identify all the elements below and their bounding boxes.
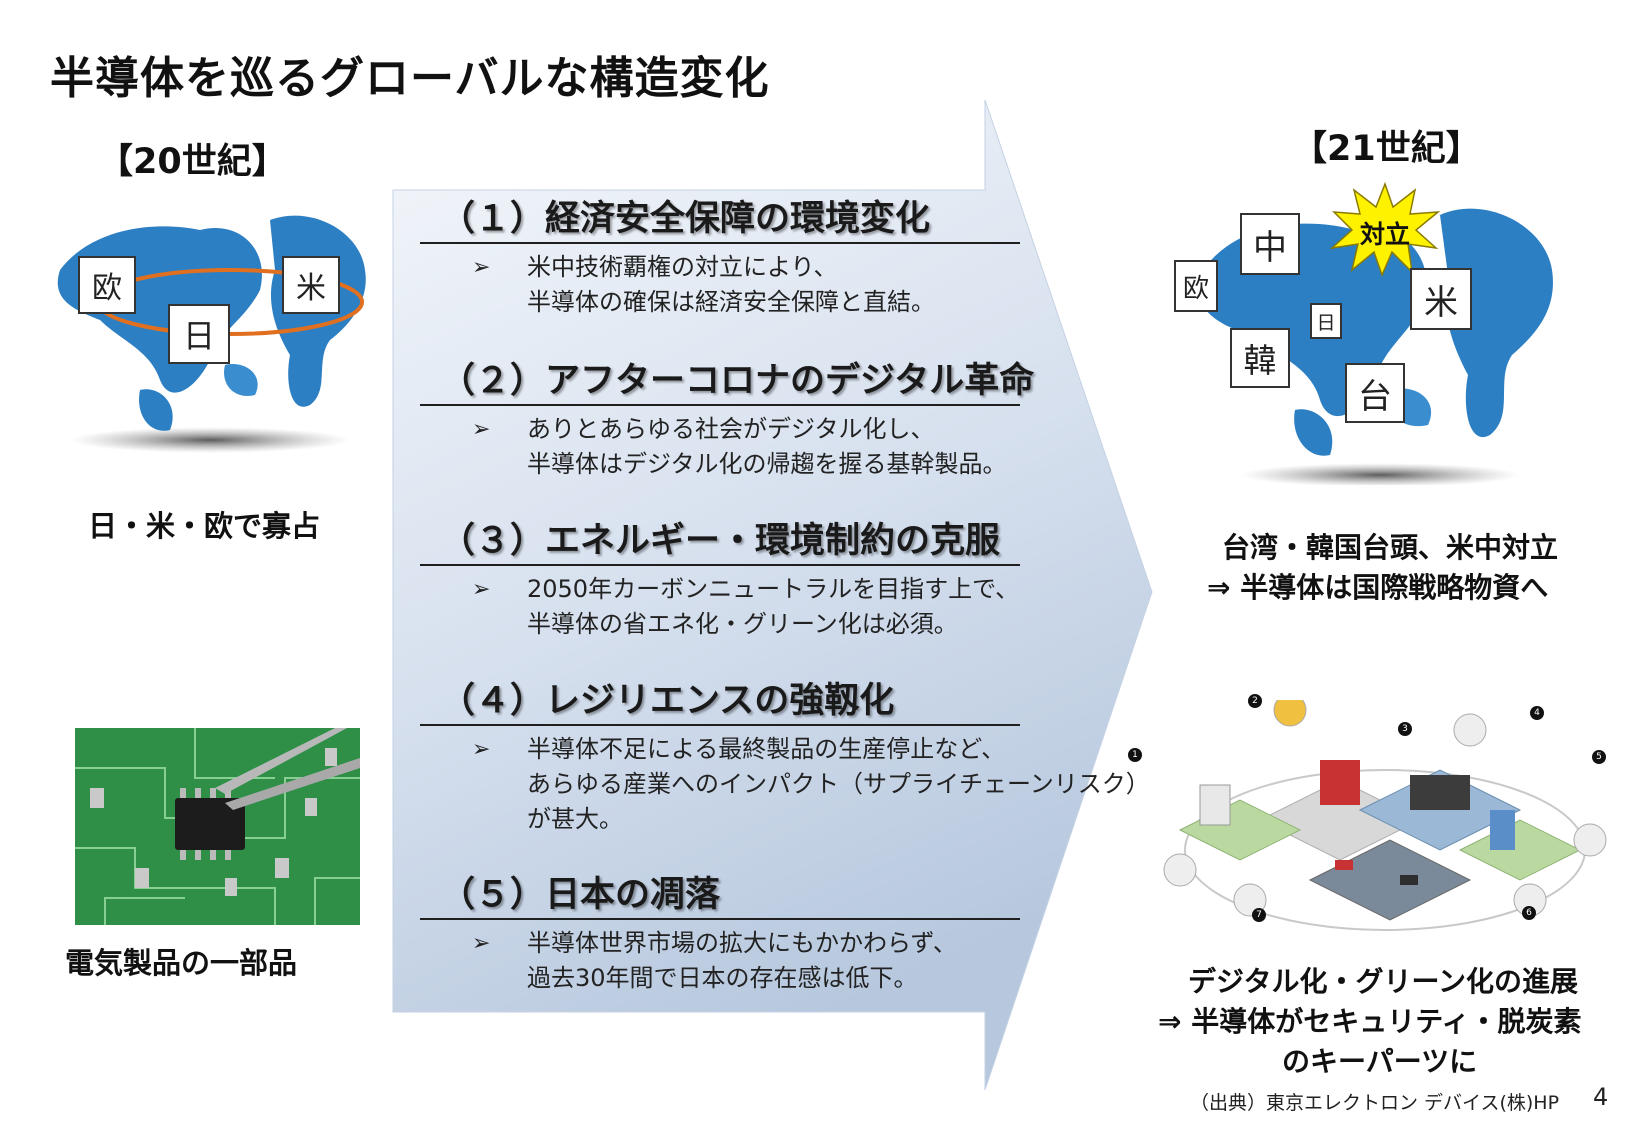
era-label-20th: 【20世紀】 <box>98 142 287 182</box>
section-2: （２）アフターコロナのデジタル革命 ➢ ありとあらゆる社会がデジタル化し、 半導… <box>420 358 1110 482</box>
section-1-line: 半導体の確保は経済安全保障と直結。 <box>527 288 935 316</box>
caption-digital-line3: のキーパーツに <box>1282 1045 1478 1078</box>
map-label-europe-21: 欧 <box>1174 260 1218 312</box>
section-4: （４）レジリエンスの強靱化 ➢ 半導体不足による最終製品の生産停止など、 あらゆ… <box>420 678 1150 837</box>
bullet-arrow-icon: ➢ <box>472 255 491 280</box>
bullet-arrow-icon: ➢ <box>472 417 491 442</box>
city-marker-4: 4 <box>1530 706 1544 720</box>
section-2-heading: （２）アフターコロナのデジタル革命 <box>440 361 1035 401</box>
caption-oligopoly: 日・米・欧で寡占 <box>88 509 321 543</box>
circuit-board-illustration <box>75 728 360 925</box>
bullet-arrow-icon: ➢ <box>472 577 491 602</box>
section-2-rule <box>420 404 1020 406</box>
map-label-europe: 欧 <box>78 256 136 314</box>
caption-digital-line1: デジタル化・グリーン化の進展 <box>1188 965 1579 998</box>
section-5-line: 過去30年間で日本の存在感は低下。 <box>527 964 918 992</box>
section-5-body: ➢ 半導体世界市場の拡大にもかかわらず、 過去30年間で日本の存在感は低下。 <box>420 926 1110 996</box>
page-title: 半導体を巡るグローバルな構造変化 <box>50 53 770 104</box>
section-2-line: 半導体はデジタル化の帰趨を握る基幹製品。 <box>527 450 1007 478</box>
section-4-line: あらゆる産業へのインパクト（サプライチェーンリスク） <box>527 770 1150 798</box>
world-map-21st: 対立 中 欧 日 韓 米 台 <box>1174 182 1570 487</box>
section-4-rule <box>420 724 1020 726</box>
section-4-line: 半導体不足による最終製品の生産停止など、 <box>527 735 1006 763</box>
caption-21st-line2: ⇒ 半導体は国際戦略物資へ <box>1207 571 1549 604</box>
caption-21st-line1: 台湾・韓国台頭、米中対立 <box>1222 531 1559 564</box>
section-3-body: ➢ 2050年カーボンニュートラルを目指す上で、 半導体の省エネ化・グリーン化は… <box>420 572 1110 642</box>
section-1-heading: （１）経済安全保障の環境変化 <box>440 199 931 239</box>
smart-city-shape <box>1163 693 1607 931</box>
conflict-burst-shape <box>1330 182 1440 277</box>
section-3-line: 2050年カーボンニュートラルを目指す上で、 <box>527 575 1020 603</box>
smart-city-illustration: 1 2 3 4 5 6 7 <box>1128 693 1610 960</box>
section-3-line: 半導体の省エネ化・グリーン化は必須。 <box>527 610 958 638</box>
map-label-usa: 米 <box>282 256 340 314</box>
caption-digital-line2: ⇒ 半導体がセキュリティ・脱炭素 <box>1158 1005 1582 1038</box>
city-marker-5: 5 <box>1592 750 1606 764</box>
map-label-china: 中 <box>1240 213 1300 275</box>
world-map-20th: 欧 米 日 <box>30 190 385 460</box>
page-number: 4 <box>1593 1083 1609 1111</box>
section-4-heading: （４）レジリエンスの強靱化 <box>440 681 895 721</box>
section-5: （５）日本の凋落 ➢ 半導体世界市場の拡大にもかかわらず、 過去30年間で日本の… <box>420 872 1110 996</box>
section-3-heading: （３）エネルギー・環境制約の克服 <box>440 521 1001 561</box>
section-1-body: ➢ 米中技術覇権の対立により、 半導体の確保は経済安全保障と直結。 <box>420 250 1110 320</box>
section-5-rule <box>420 918 1020 920</box>
section-2-body: ➢ ありとあらゆる社会がデジタル化し、 半導体はデジタル化の帰趨を握る基幹製品。 <box>420 412 1110 482</box>
section-4-line: が甚大。 <box>527 805 623 833</box>
city-marker-7: 7 <box>1252 908 1266 922</box>
city-marker-1: 1 <box>1128 748 1142 762</box>
section-1-rule <box>420 242 1020 244</box>
section-4-body: ➢ 半導体不足による最終製品の生産停止など、 あらゆる産業へのインパクト（サプラ… <box>420 732 1150 837</box>
section-5-heading: （５）日本の凋落 <box>440 875 721 915</box>
section-3-rule <box>420 564 1020 566</box>
map-label-usa-21: 米 <box>1410 268 1472 330</box>
era-label-21st: 【21世紀】 <box>1292 129 1481 169</box>
city-marker-6: 6 <box>1522 906 1536 920</box>
source-citation: （出典）東京エレクトロン デバイス(株)HP <box>1190 1092 1560 1114</box>
conflict-burst-label: 対立 <box>1359 220 1410 249</box>
city-marker-2: 2 <box>1248 694 1262 708</box>
bullet-arrow-icon: ➢ <box>472 931 491 956</box>
section-2-line: ありとあらゆる社会がデジタル化し、 <box>527 415 935 443</box>
map-label-japan: 日 <box>168 304 230 364</box>
section-5-line: 半導体世界市場の拡大にもかかわらず、 <box>527 929 957 957</box>
caption-electrical-component: 電気製品の一部品 <box>65 946 298 980</box>
map-label-taiwan: 台 <box>1345 363 1405 423</box>
map-label-japan-21: 日 <box>1310 303 1342 339</box>
section-1-line: 米中技術覇権の対立により、 <box>527 253 838 281</box>
section-3: （３）エネルギー・環境制約の克服 ➢ 2050年カーボンニュートラルを目指す上で… <box>420 518 1110 642</box>
city-marker-3: 3 <box>1398 722 1412 736</box>
circuit-board-photo <box>75 728 360 925</box>
bullet-arrow-icon: ➢ <box>472 737 491 762</box>
map-label-korea: 韓 <box>1230 328 1290 388</box>
section-1: （１）経済安全保障の環境変化 ➢ 米中技術覇権の対立により、 半導体の確保は経済… <box>420 196 1110 320</box>
